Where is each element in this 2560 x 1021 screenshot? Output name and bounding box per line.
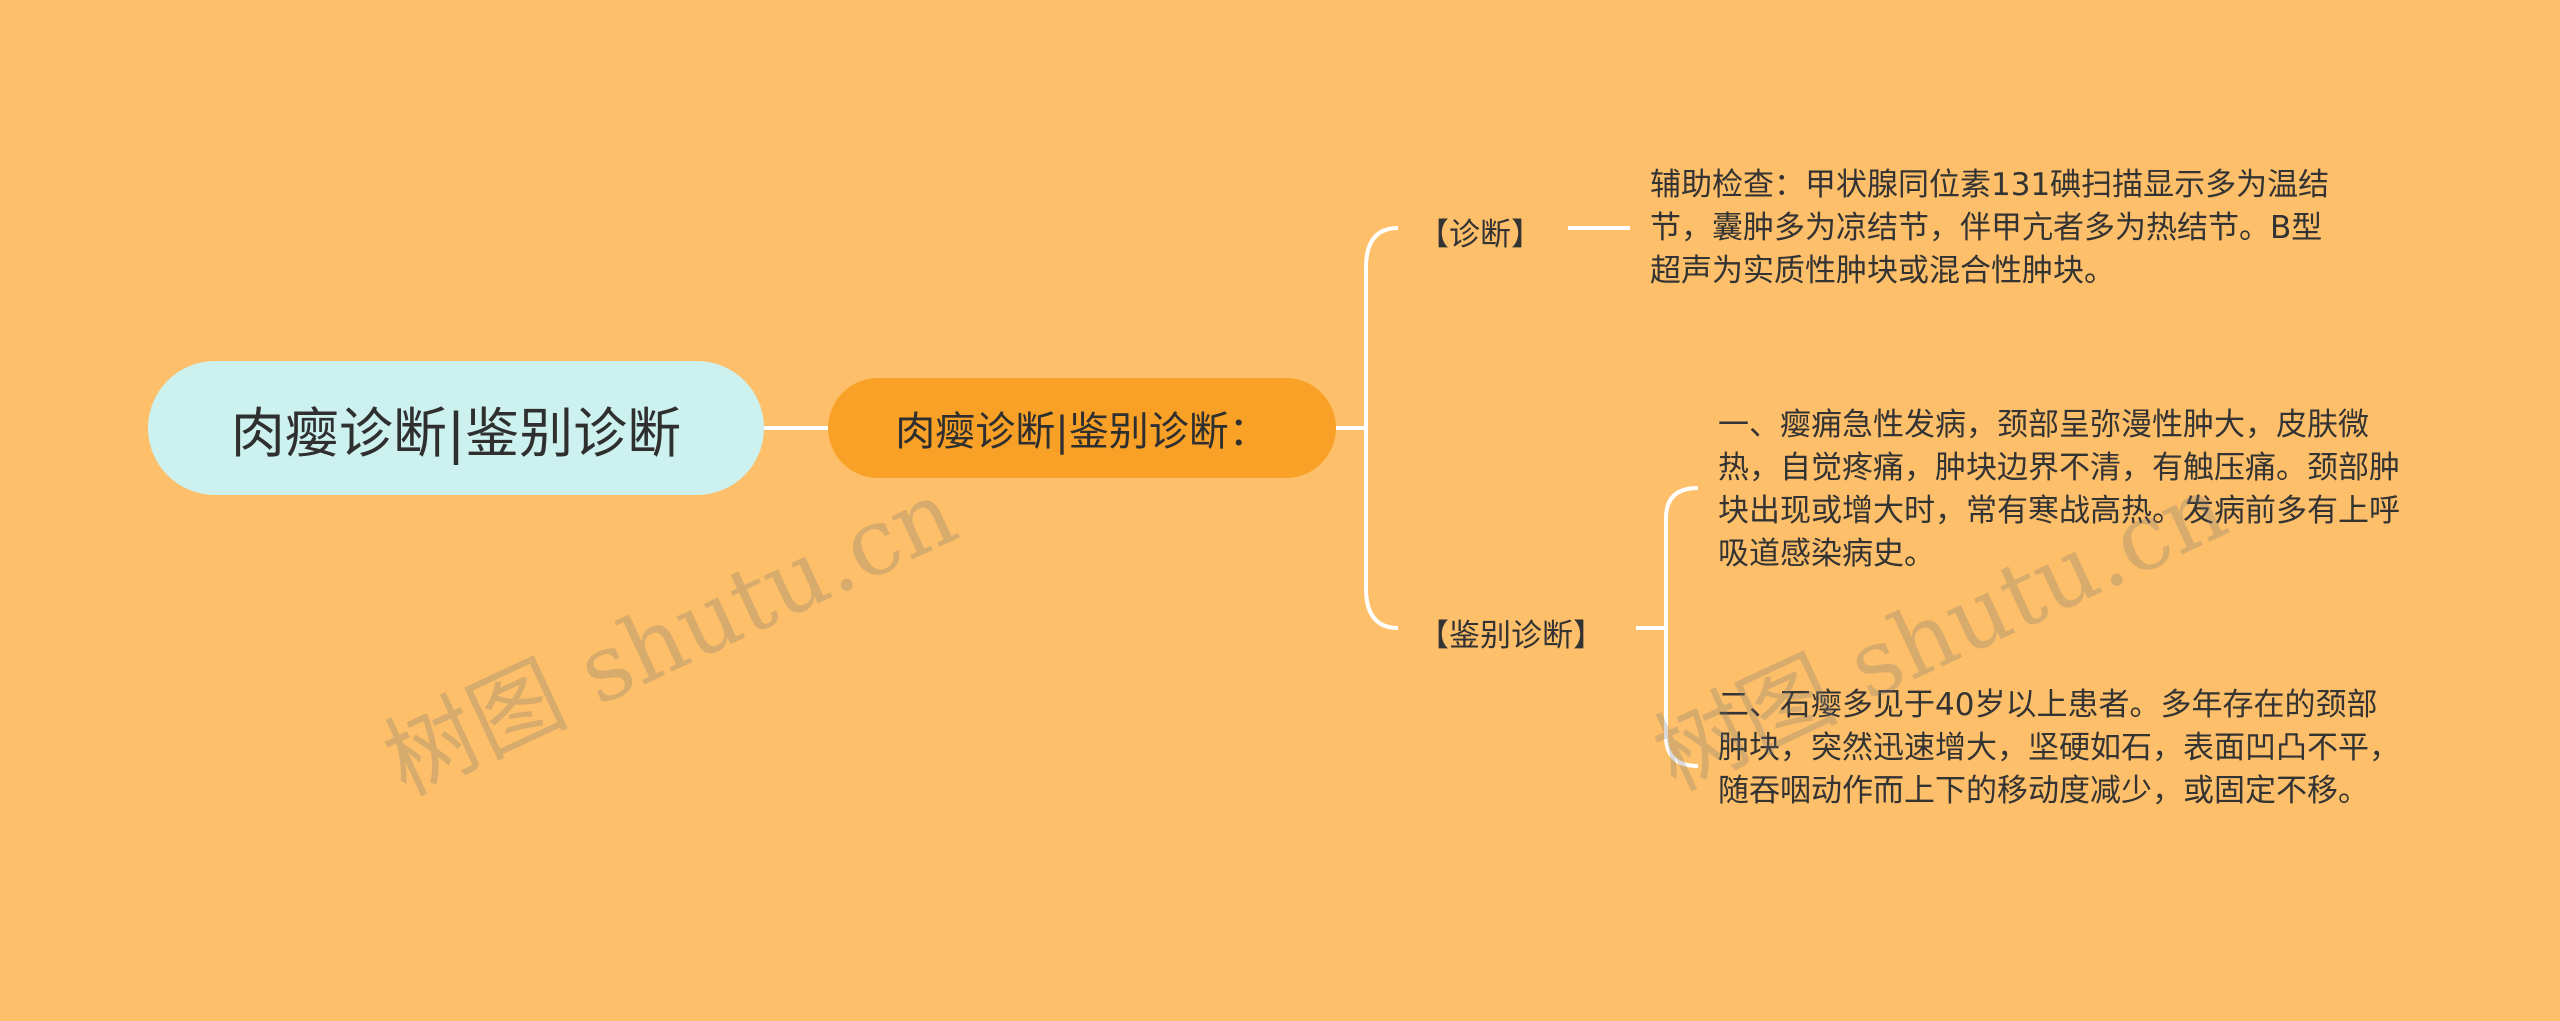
root-topic[interactable]: 肉瘿诊断|鉴别诊断 [148,361,764,495]
subtopic-node[interactable]: 肉瘿诊断|鉴别诊断： [828,378,1336,478]
branch-diagnosis[interactable]: 【诊断】 [1418,209,1542,254]
leaf-diagnosis-text[interactable]: 辅助检查：甲状腺同位素131碘扫描显示多为温结节，囊肿多为凉结节，伴甲亢者多为热… [1650,167,2330,289]
connector-diff-bracket-curve [1664,486,1699,768]
connector-main-bracket [1364,226,1399,630]
branch-diagnosis-label: 【诊断】 [1418,217,1542,253]
leaf-differential-1-text[interactable]: 一、瘿痈急性发病，颈部呈弥漫性肿大，皮肤微热，自觉疼痛，肿块边界不清，有触压痛。… [1718,407,2400,572]
root-topic-label: 肉瘿诊断|鉴别诊断 [230,401,682,465]
leaf-differential-2-text[interactable]: 二、石瘿多见于40岁以上患者。多年存在的颈部肿块，突然迅速增大，坚硬如石，表面凹… [1718,687,2400,809]
subtopic-label: 肉瘿诊断|鉴别诊断： [895,409,1269,455]
branch-differential-diagnosis[interactable]: 【鉴别诊断】 [1418,610,1604,655]
branch-differential-label: 【鉴别诊断】 [1418,618,1604,654]
